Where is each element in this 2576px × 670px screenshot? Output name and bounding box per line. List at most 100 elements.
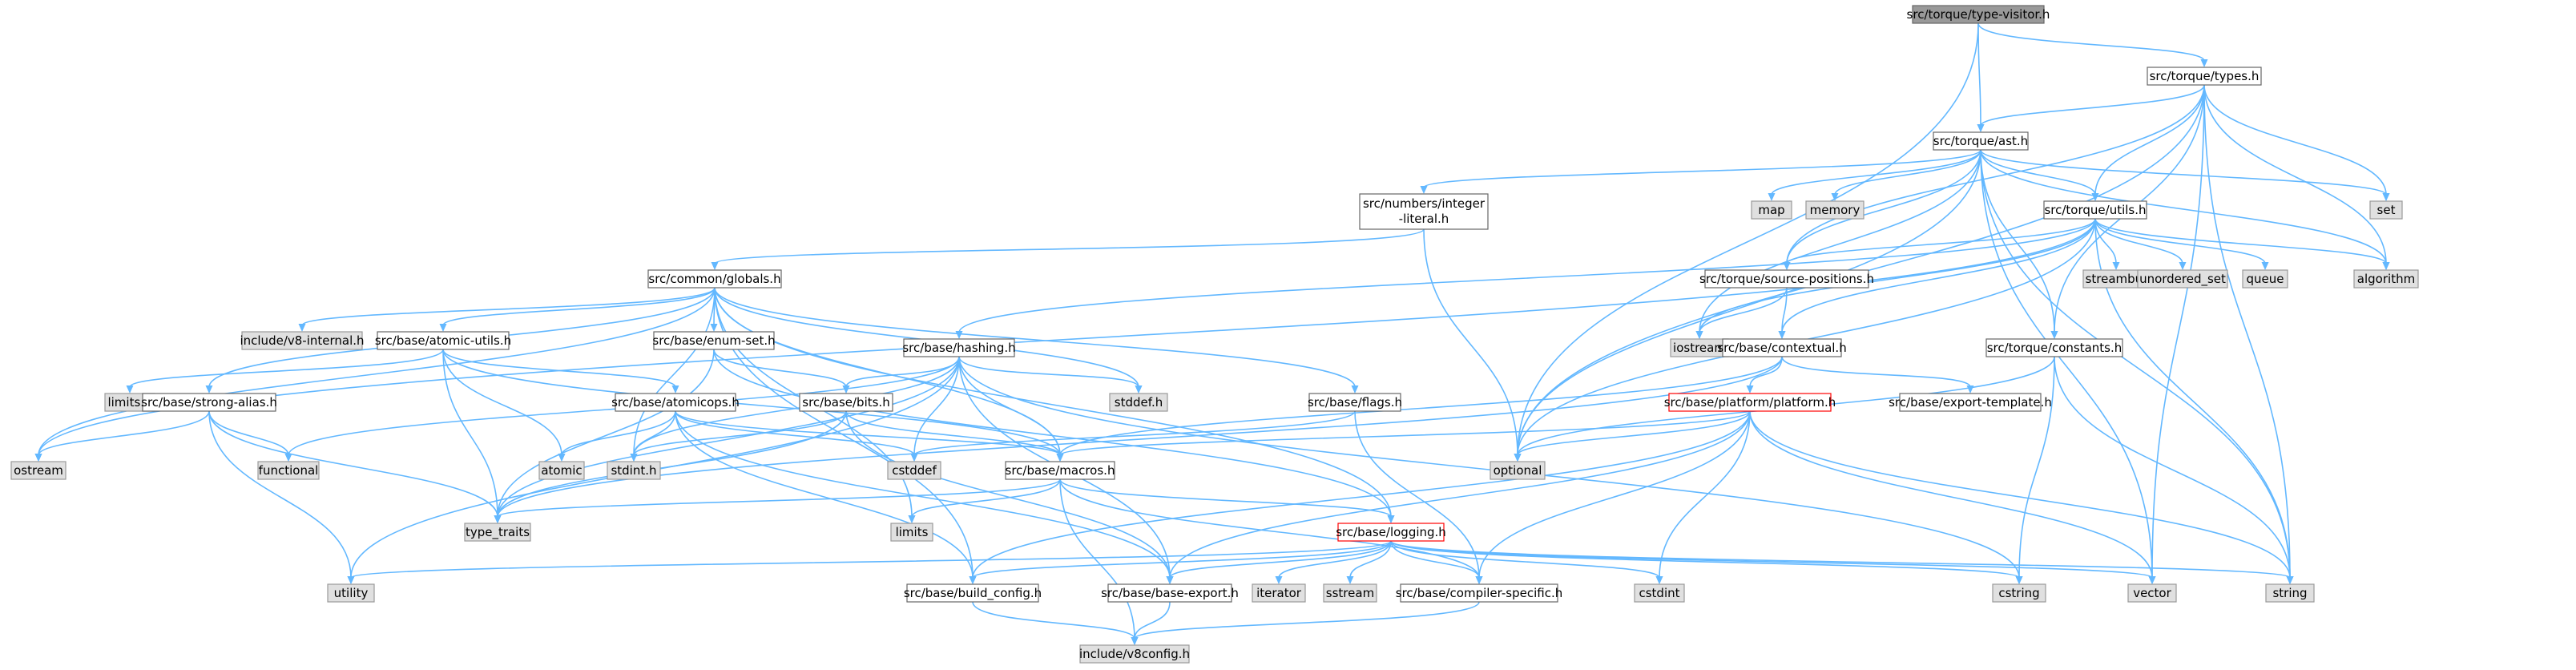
node-enum-set[interactable]: src/base/enum-set.h	[652, 331, 776, 350]
edge-path	[1059, 410, 1751, 456]
node-export-template[interactable]: src/base/export-template.h	[1889, 393, 2052, 412]
edge-path	[208, 410, 352, 579]
node-box	[327, 583, 375, 603]
edge-arrowhead	[284, 454, 292, 462]
edge-constants-to-cstring	[2015, 356, 2055, 584]
edge-path	[2018, 356, 2055, 579]
edge-logging-to-utility	[347, 540, 1392, 584]
node-label: stdint.h	[611, 463, 656, 478]
node-atomicops[interactable]: src/base/atomicops.h	[611, 393, 740, 412]
node-label: cstddef	[892, 463, 937, 478]
node-box	[1400, 583, 1558, 603]
node-contextual[interactable]: src/base/contextual.h	[1717, 338, 1847, 357]
node-box	[1751, 200, 1792, 220]
edge-arrowhead	[2261, 262, 2269, 270]
node-compiler-specific[interactable]: src/base/compiler-specific.h	[1396, 583, 1562, 603]
edge-path	[1699, 218, 2096, 333]
edge-logging-to-base-export	[1166, 540, 1392, 584]
edge-arrowhead	[1655, 576, 1663, 584]
edge-arrowhead	[711, 262, 719, 270]
node-label: iterator	[1256, 586, 1302, 600]
node-label: src/base/enum-set.h	[652, 333, 775, 348]
edge-logging-to-sstream	[1346, 540, 1392, 584]
edge-arrowhead	[1420, 186, 1428, 194]
edge-path	[713, 349, 847, 388]
edge-types-to-string	[2203, 84, 2294, 584]
node-bits[interactable]: src/base/bits.h	[799, 393, 893, 412]
node-label: src/torque/source-positions.h	[1699, 272, 1874, 286]
node-label: src/base/hashing.h	[902, 341, 1015, 355]
node-types[interactable]: src/torque/types.h	[2147, 67, 2262, 86]
node-label: string	[2272, 586, 2307, 600]
node-hashing[interactable]: src/base/hashing.h	[902, 338, 1016, 357]
node-box	[142, 393, 276, 412]
node-box	[2353, 269, 2419, 289]
node-integer-literal[interactable]: src/numbers/integer-literal.h	[1359, 193, 1489, 230]
node-logging[interactable]: src/base/logging.h	[1336, 523, 1446, 542]
node-type-visitor[interactable]: src/torque/type-visitor.h	[1907, 5, 2050, 24]
edge-path	[1134, 601, 1171, 640]
edge-path	[208, 410, 498, 518]
edge-path	[442, 349, 676, 388]
edge-arrowhead	[2091, 193, 2099, 201]
edge-path	[497, 349, 715, 518]
node-atomic-utils[interactable]: src/base/atomic-utils.h	[375, 331, 511, 350]
node-label: ostream	[14, 463, 63, 478]
edge-path	[714, 228, 1425, 264]
edge-path	[1390, 540, 2153, 579]
edge-path	[561, 410, 676, 456]
node-build_config[interactable]: src/base/build_config.h	[904, 583, 1042, 603]
edge-atomicops-to-atomic	[558, 410, 676, 462]
node-globals[interactable]: src/common/globals.h	[647, 269, 782, 289]
node-label: vector	[2133, 586, 2171, 600]
edge-arrowhead	[955, 331, 963, 339]
edge-path	[1977, 22, 2205, 62]
edge-path	[1659, 410, 1751, 579]
edge-arrowhead	[1351, 385, 1359, 394]
node-ast[interactable]: src/torque/ast.h	[1933, 131, 2029, 151]
node-source-positions[interactable]: src/torque/source-positions.h	[1699, 269, 1874, 289]
edge-utils-to-unordered_set	[2094, 218, 2187, 270]
node-box	[1323, 583, 1377, 603]
edge-arrowhead	[842, 385, 850, 394]
node-label: src/base/compiler-specific.h	[1396, 586, 1562, 600]
edge-path	[1134, 601, 1480, 640]
edge-strong-alias-to-type_traits	[208, 410, 502, 523]
edge-path	[1749, 356, 1783, 388]
edge-integer-literal-to-optional	[1423, 228, 1522, 462]
edge-path	[497, 356, 960, 518]
edge-types-to-ast	[1977, 84, 2205, 132]
node-macros[interactable]: src/base/macros.h	[1005, 461, 1115, 480]
node-base-export[interactable]: src/base/base-export.h	[1101, 583, 1239, 603]
node-label: src/base/platform/platform.h	[1664, 395, 1836, 410]
edge-path	[1980, 149, 2153, 579]
node-strong-alias[interactable]: src/base/strong-alias.h	[141, 393, 277, 412]
edge-arrowhead	[439, 324, 447, 332]
edge-path	[1349, 540, 1392, 579]
edge-arrowhead	[1387, 515, 1395, 523]
node-box	[903, 338, 1015, 357]
edge-arrowhead	[1831, 193, 1839, 201]
node-flags[interactable]: src/base/flags.h	[1308, 393, 1402, 412]
node-box	[1359, 193, 1489, 230]
node-utils[interactable]: src/torque/utils.h	[2043, 200, 2147, 220]
edge-contextual-to-platform	[1746, 356, 1783, 394]
node-constants[interactable]: src/torque/constants.h	[1985, 338, 2123, 357]
edge-bits-to-stdint-h	[630, 410, 847, 462]
edge-integer-literal-to-globals	[711, 228, 1425, 270]
node-label: src/base/build_config.h	[904, 586, 1042, 601]
node-box	[887, 461, 941, 480]
edge-path	[1169, 410, 1751, 579]
node-vector: vector	[2127, 583, 2177, 603]
node-type_traits: type_traits	[464, 523, 531, 542]
node-map: map	[1751, 200, 1792, 220]
edge-arrowhead	[1056, 454, 1064, 462]
edge-ast-to-map	[1768, 149, 1981, 201]
node-platform[interactable]: src/base/platform/platform.h	[1664, 393, 1836, 412]
node-queue: queue	[2242, 269, 2288, 289]
node-label: include/v8config.h	[1079, 647, 1190, 661]
edge-arrowhead	[2382, 262, 2390, 270]
edge-ast-to-memory	[1831, 149, 1981, 201]
node-ostream: ostream	[10, 461, 67, 480]
node-label: src/base/base-export.h	[1101, 586, 1239, 600]
